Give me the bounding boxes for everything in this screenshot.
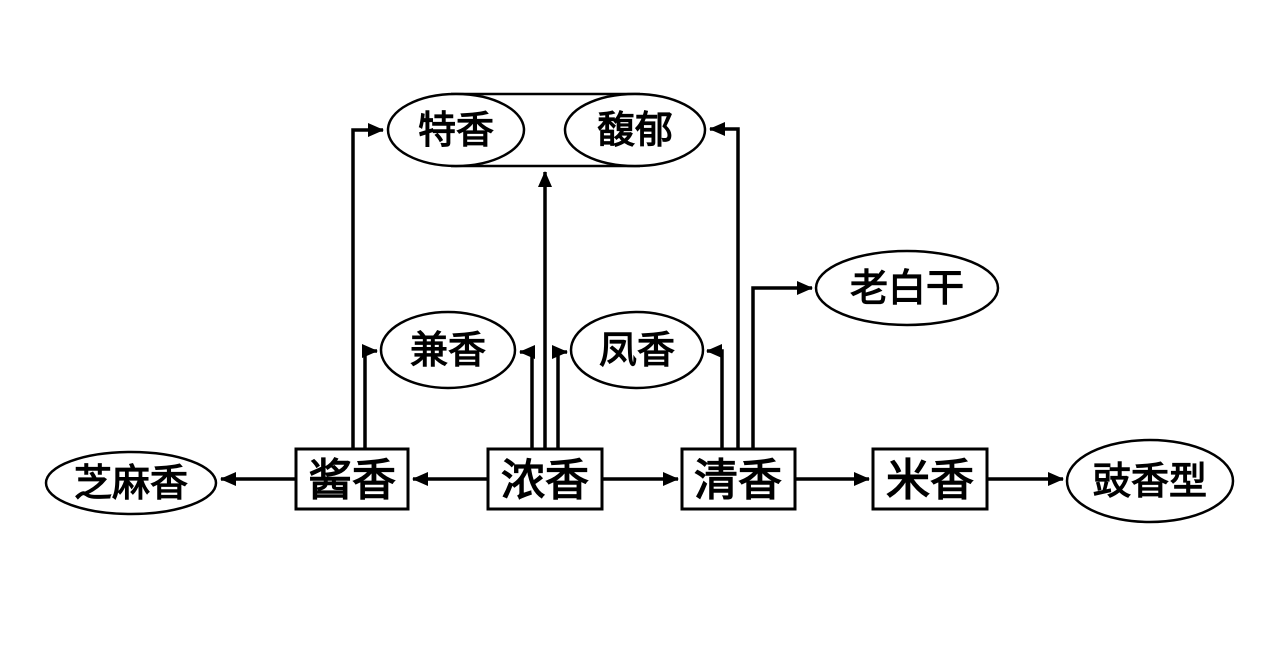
jiangxiang-box — [294, 447, 410, 511]
zhimaxiang-label: 芝麻香 — [74, 461, 188, 505]
node-zhimaxiang: 芝麻香 — [44, 450, 218, 516]
mixiang-box — [871, 447, 989, 511]
edge-nongxiang-to-jianxiang — [519, 345, 535, 449]
node-chixiangxing: 豉香型 — [1065, 438, 1235, 524]
fuyu-label: 馥郁 — [597, 108, 673, 152]
chixiangxing-label: 豉香型 — [1093, 459, 1207, 503]
node-mixiang: 米香 — [871, 447, 989, 511]
node-texiang: 特香 — [386, 92, 526, 168]
chixiangxing-ellipse — [1065, 438, 1235, 524]
mixiang-label: 米香 — [886, 455, 974, 506]
node-laobaigan: 老白干 — [814, 249, 1000, 327]
edge-jiangxiang-to-texiang — [351, 123, 384, 449]
fengxiang-ellipse — [569, 310, 705, 390]
qingxiang-box — [680, 447, 797, 511]
texiang-label: 特香 — [418, 108, 494, 152]
zhimaxiang-ellipse — [44, 450, 218, 516]
laobaigan-ellipse — [814, 249, 1000, 327]
nongxiang-box — [486, 447, 604, 511]
jianxiang-label: 兼香 — [410, 328, 486, 372]
edge-qingxiang-to-fuyu — [709, 122, 740, 449]
edge-qingxiang-to-laobaigan — [751, 281, 813, 449]
node-jiangxiang: 酱香 — [294, 447, 410, 511]
fuyu-ellipse — [563, 92, 707, 168]
node-qingxiang: 清香 — [680, 447, 797, 511]
node-jianxiang: 兼香 — [379, 310, 517, 390]
edge-nongxiang-to-fengxiang — [552, 345, 568, 449]
jianxiang-ellipse — [379, 310, 517, 390]
nongxiang-label: 浓香 — [501, 455, 589, 506]
edge-qingxiang-to-fengxiang — [706, 344, 724, 449]
node-fengxiang: 凤香 — [569, 310, 705, 390]
node-nongxiang: 浓香 — [486, 447, 604, 511]
laobaigan-label: 老白干 — [850, 266, 964, 310]
qingxiang-label: 清香 — [694, 455, 782, 506]
node-fuyu: 馥郁 — [563, 92, 707, 168]
texiang-ellipse — [386, 92, 526, 168]
jiangxiang-label: 酱香 — [308, 455, 396, 506]
fengxiang-label: 凤香 — [599, 328, 675, 372]
edge-jiangxiang-to-jianxiang — [362, 344, 378, 449]
